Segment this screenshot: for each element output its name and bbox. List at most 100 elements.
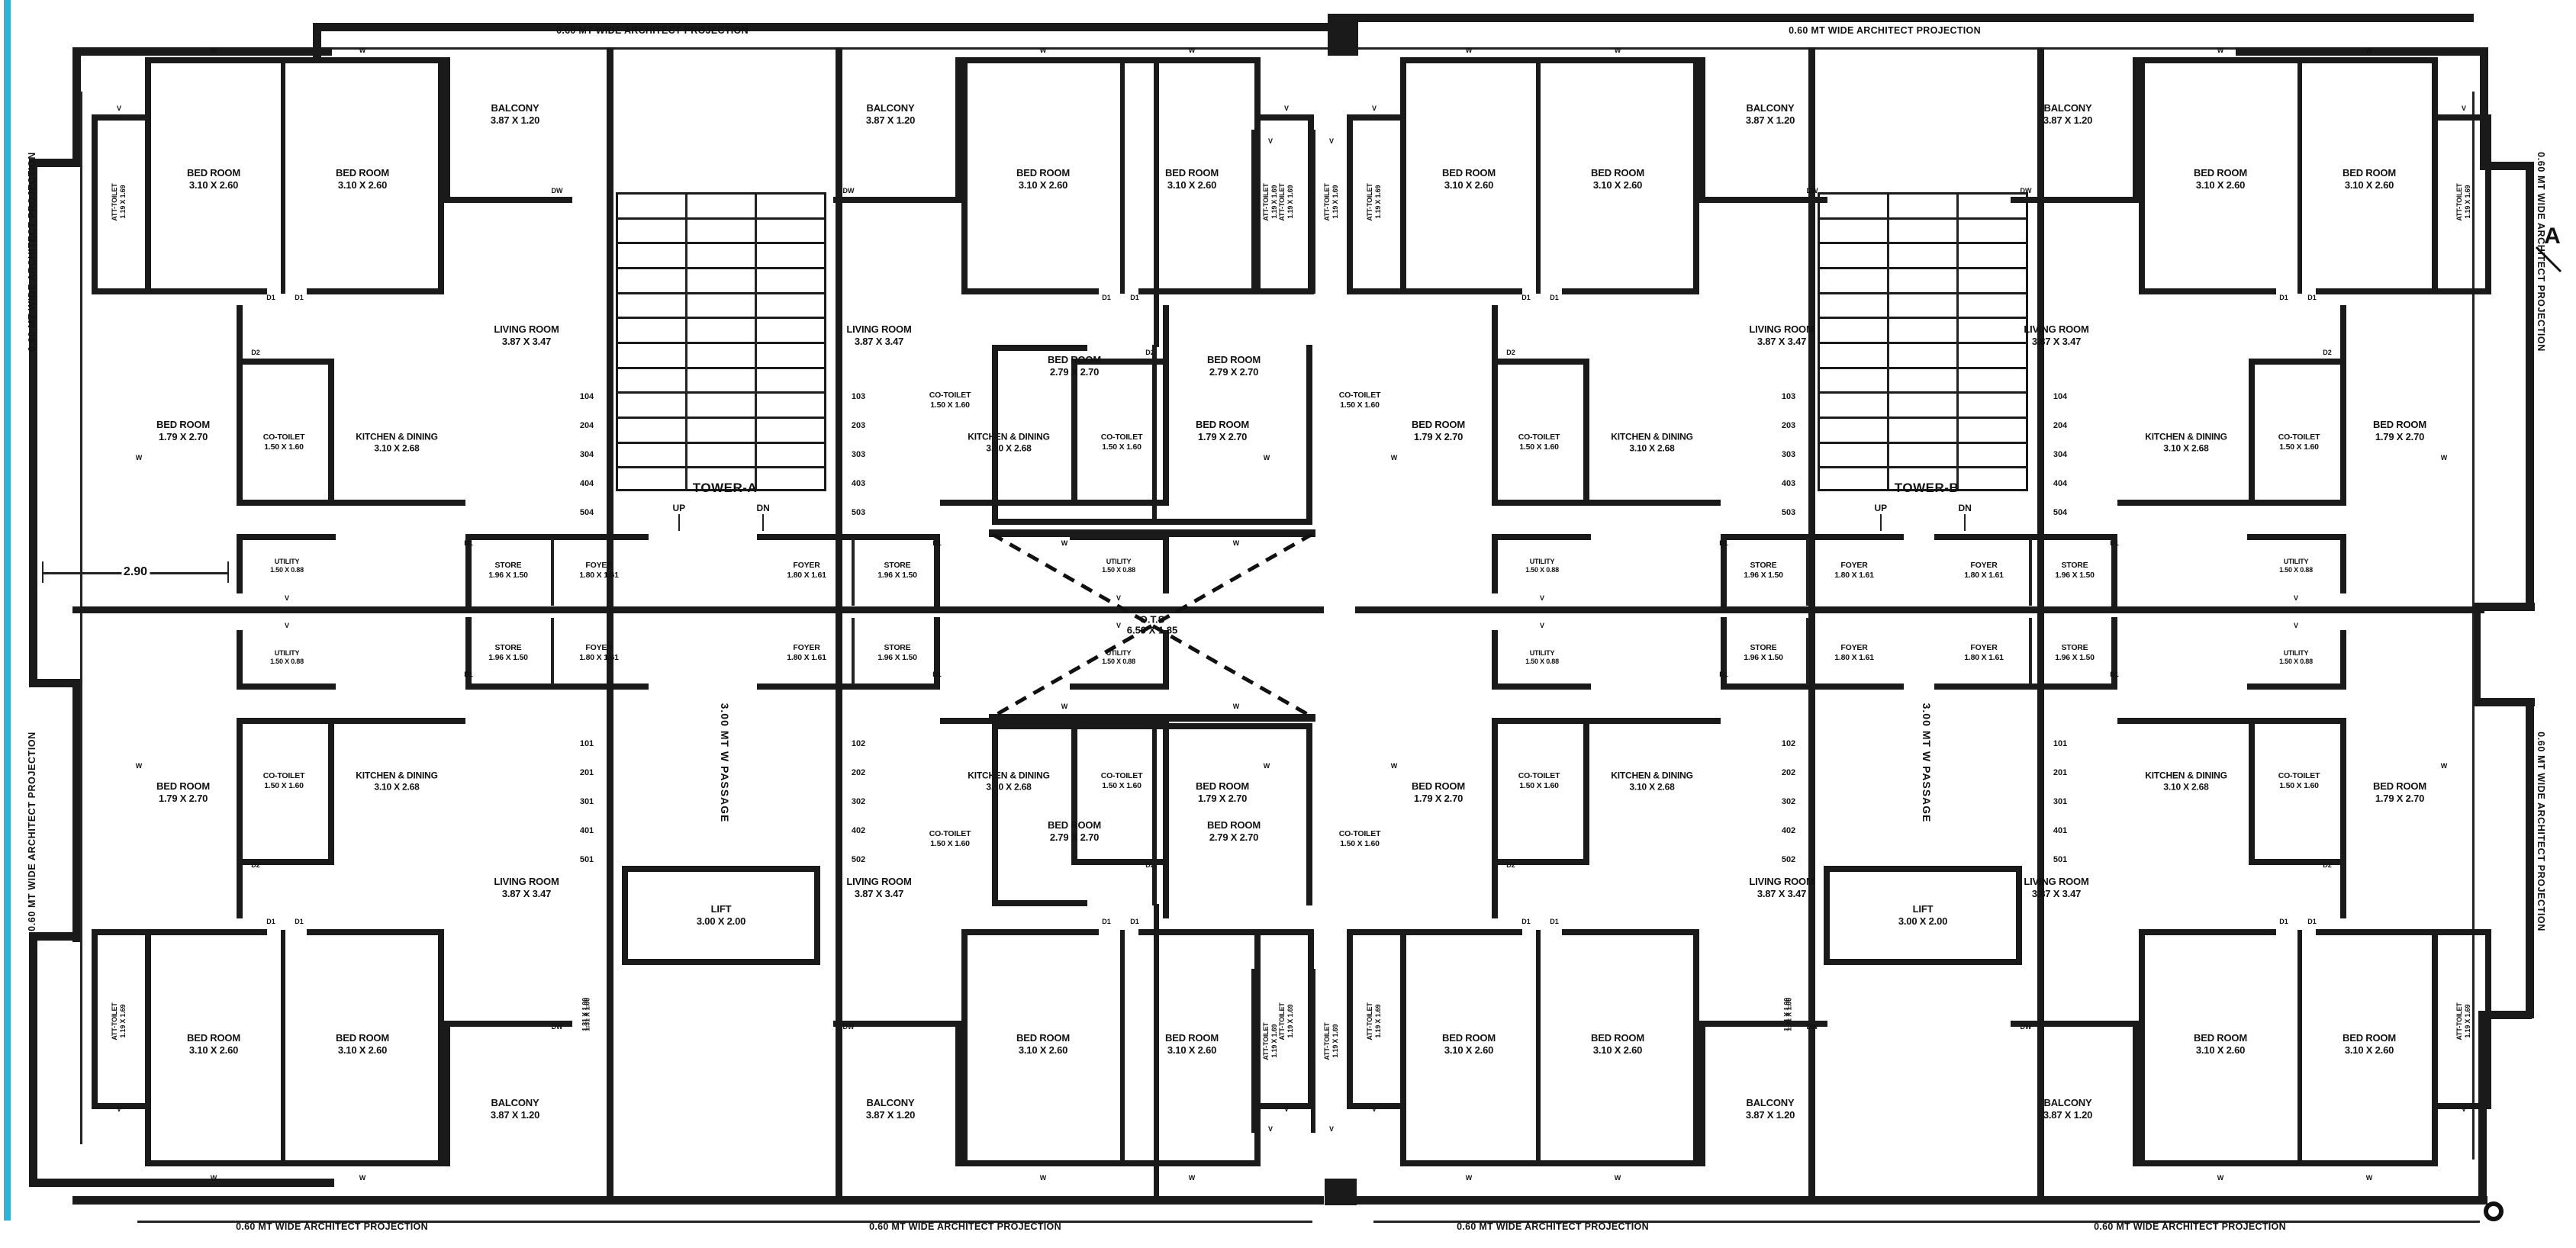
- unit-a-right-bed2-wall-right: [961, 57, 968, 294]
- TOWER-B-stair-tread: [1820, 441, 2026, 444]
- room-name: BALCONY: [1746, 1097, 1795, 1109]
- room-dimension: 3.10 X 2.60: [188, 179, 239, 191]
- room-name: CO-TOILET: [929, 829, 971, 839]
- room-name: BED ROOM: [1207, 819, 1261, 831]
- room-dimension: 1.19 X 1.69: [1331, 1024, 1339, 1058]
- room-dimension: 1.79 X 2.70: [1197, 793, 1248, 804]
- ots-name: O.T.S: [1139, 613, 1165, 626]
- window-ots-bottom-1: W: [1232, 703, 1240, 710]
- unit-b-right-window-bed4: W: [2217, 1174, 2224, 1182]
- unit-b-right-store-foyer-divider-2: [2029, 618, 2032, 685]
- TOWER-A-unit-number-bottom-left: 201: [579, 768, 594, 777]
- unit-a-left-store-wall-left-1: [465, 534, 472, 606]
- TOWER-B-lift-wall-right: [2016, 866, 2022, 965]
- TOWER-A-unit-number-top-right: 403: [851, 479, 866, 488]
- unit-a-left-kitchen-wall-top-lower: [237, 718, 465, 724]
- room-dimension: 1.80 X 1.61: [579, 653, 619, 662]
- unit-b-right-window-bedroom-side-bottom: W: [2440, 762, 2448, 770]
- outer-wall-left-step-a: [29, 159, 81, 167]
- unit-a-left-cotoilet-wall-top: [237, 359, 332, 365]
- TOWER-A-stair-tread: [618, 342, 824, 344]
- centre-bed-wall-r2: [1306, 726, 1312, 905]
- unit-a-right-store-foyer-divider-1: [852, 539, 855, 606]
- TOWER-B-stair-tread: [1820, 291, 2026, 294]
- room-dimension: 3.10 X 2.60: [188, 1044, 239, 1056]
- room-dimension: 3.87 X 3.47: [501, 336, 552, 347]
- TOWER-B-unit-number-bottom-left: 502: [1781, 855, 1796, 864]
- unit-b-right-window-utility-2: V: [2293, 622, 2299, 629]
- room-name: ATT-TOILET: [1262, 183, 1270, 221]
- unit-b-right-door-bed3: D1: [2307, 918, 2317, 925]
- TOWER-A-stair-dn-label: DN: [756, 503, 770, 513]
- TOWER-B-unit-number-bottom-left: 302: [1781, 797, 1796, 806]
- unit-a-right-window-utility-1: V: [1116, 594, 1122, 602]
- unit-a-left-bed-divider: [281, 57, 285, 294]
- unit-b-right-door-bed1: D1: [2307, 294, 2317, 301]
- outer-wall-left-step-b: [29, 679, 82, 687]
- unit-b-right-bed3-wall-top: [2316, 929, 2438, 935]
- unit-a-left-window-bedroom-side-bottom: W: [135, 762, 143, 770]
- unit-a-right-bed4-wall-top: [961, 929, 1099, 935]
- room-name: BED ROOM: [1207, 354, 1261, 366]
- room-name: FOYER: [1840, 643, 1868, 653]
- unit-b-right-store-foyer-wall-bottom-2: [1934, 684, 2117, 690]
- unit-a-right-store-foyer-divider-2: [852, 618, 855, 685]
- unit-b-right-door-cotoilet-top: D2: [2323, 349, 2332, 356]
- unit-b-right-balcony-wall-inner: [2133, 57, 2139, 202]
- room-dimension: 1.19 X 1.69: [1286, 1005, 1294, 1038]
- unit-a-right-bed2-wall-bottom: [961, 288, 1099, 294]
- room-dimension: 3.10 X 2.60: [1167, 179, 1217, 191]
- room-name: STORE: [2061, 643, 2088, 653]
- unit-b-right-store-wall-left-2: [2111, 617, 2117, 690]
- room-name: ATT-TOILET: [111, 1002, 119, 1041]
- outer-wall-bottom-right: [1355, 1196, 2484, 1205]
- TOWER-A-passage-label: 3.00 MT W PASSAGE: [719, 703, 731, 823]
- room-name: BED ROOM: [156, 780, 210, 793]
- unit-b-left-bed-divider-lower: [1536, 930, 1541, 1166]
- room-name: BED ROOM: [1442, 167, 1496, 179]
- room-dimension: 3.87 X 1.20: [1745, 1109, 1795, 1121]
- unit-b-left-kitchen-wall-left: [1492, 305, 1498, 503]
- unit-b-right-utility-wall-left-2: [2340, 630, 2346, 690]
- unit-a-left-balcony-wall-inner-lower: [444, 1021, 450, 1166]
- room-dimension: 2.79 X 2.70: [1209, 831, 1259, 843]
- unit-b-right-window-bed1: W: [2365, 47, 2373, 54]
- unit-a-left-atttoilet-wall-left: [92, 114, 98, 294]
- projection-note-top-right: 0.60 MT WIDE ARCHITECT PROJECTION: [1789, 25, 1981, 36]
- unit-b-left-window-bedroom-side-top: W: [1390, 454, 1398, 462]
- projection-line-top-right: [1358, 47, 2476, 50]
- room-dimension: 1.50 X 1.60: [1102, 442, 1141, 452]
- room-name: LIVING ROOM: [2024, 876, 2089, 888]
- room-name: LIFT: [1912, 903, 1934, 915]
- outer-wall-left-vert-lower: [72, 679, 81, 942]
- room-dimension: 1.80 X 1.61: [1964, 571, 2004, 580]
- unit-b-left-store-wall-left-2: [1721, 617, 1727, 690]
- unit-b-left-kitchen-wall-top-lower: [1492, 718, 1721, 724]
- room-dimension: 3.87 X 1.20: [2043, 114, 2093, 126]
- outer-wall-right-step-a: [2480, 162, 2533, 170]
- unit-b-right-bed4-wall-top: [2139, 929, 2276, 935]
- unit-b-left-kitchen-wall-right-lower: [1583, 720, 1589, 865]
- unit-a-left-window-bed1: W: [210, 47, 217, 54]
- unit-b-right-kitchen-wall-left-lower: [2340, 720, 2346, 918]
